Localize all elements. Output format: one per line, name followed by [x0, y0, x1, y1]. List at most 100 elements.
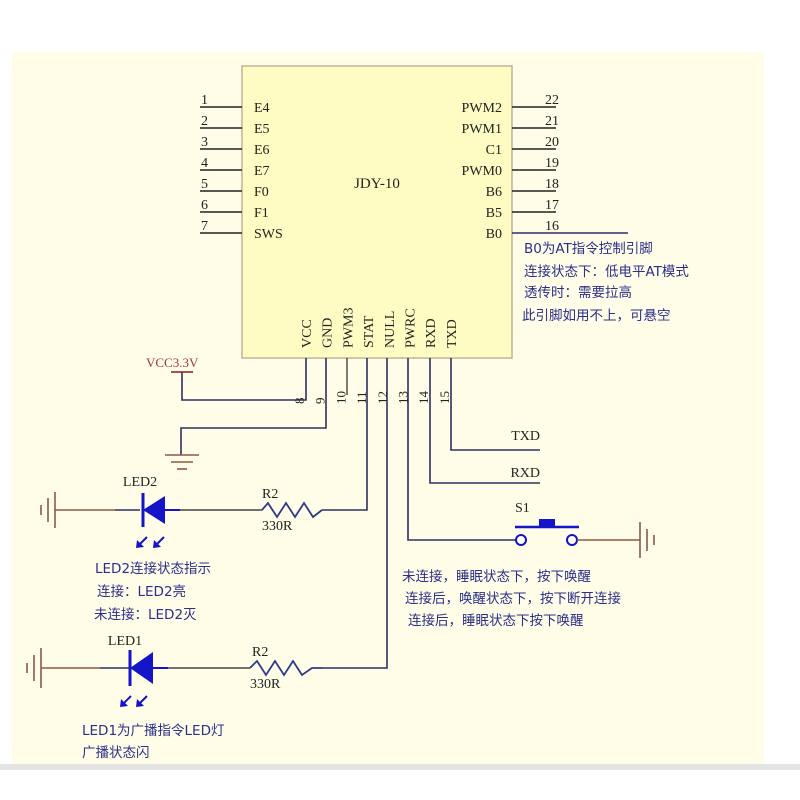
pin-number: 5	[201, 177, 208, 192]
pin-1: 1E4	[200, 93, 270, 116]
led2-light-arrows-icon	[136, 536, 165, 548]
pin-name: B0	[486, 227, 502, 242]
pin-number: 4	[201, 156, 208, 171]
pin-number: 3	[201, 135, 208, 150]
rxd-wire	[429, 358, 540, 484]
pin-4: 4E7	[200, 156, 270, 179]
pin-number: 9	[313, 398, 328, 405]
pin-3: 3E6	[200, 135, 270, 158]
pin-number: 18	[545, 177, 559, 192]
pin-number: 16	[545, 219, 559, 234]
led1-light-arrows-icon	[120, 695, 148, 707]
pin-name: STAT	[362, 315, 377, 348]
rxd-net-label: RXD	[510, 466, 540, 481]
txd-wire	[450, 358, 540, 451]
pin-number: 17	[545, 198, 559, 213]
s1-ref: S1	[515, 501, 530, 516]
pin-name: TXD	[445, 319, 460, 348]
pin-name: PWM1	[462, 122, 502, 137]
s1-note: 未连接，睡眠状态下，按下唤醒 连接后，唤醒状态下，按下断开连接 连接后，睡眠状态…	[402, 568, 621, 629]
pin-name: GND	[321, 318, 336, 348]
pin-number: 21	[545, 114, 559, 129]
pin-name: E4	[254, 101, 270, 116]
led1-diode-icon	[128, 650, 168, 686]
pin-name: C1	[486, 143, 502, 158]
pin-number: 12	[375, 391, 390, 404]
pin-9: GND 9	[313, 318, 336, 404]
ground-icon	[26, 648, 42, 688]
pin-5: 5F0	[200, 177, 269, 200]
b0-note-line: B0为AT指令控制引脚	[524, 241, 653, 257]
pin-15: TXD 15	[437, 319, 460, 404]
led2-note-line: 连接：LED2亮	[97, 583, 186, 600]
pin-number: 22	[545, 93, 559, 108]
pin-number: 7	[201, 219, 208, 234]
pin-number: 19	[545, 156, 559, 171]
led2-note-line: 未连接：LED2灭	[94, 606, 197, 623]
led1-note-line: 广播状态闪	[82, 745, 150, 761]
led2-diode-icon	[141, 493, 180, 527]
r-led1-ref: R2	[252, 645, 268, 660]
pin-6: 6F1	[200, 198, 269, 221]
pin-name: E6	[254, 143, 270, 158]
switch-s1: S1	[515, 501, 579, 546]
pin-name: PWM2	[462, 101, 502, 116]
pin-name: VCC	[300, 319, 315, 348]
pin-name: B5	[486, 206, 502, 221]
led2-note: LED2连接状态指示 连接：LED2亮 未连接：LED2灭	[94, 560, 211, 623]
pin-number: 20	[545, 135, 559, 150]
led1-note: LED1为广播指令LED灯 广播状态闪	[82, 723, 224, 761]
pin-name: PWM3	[341, 308, 356, 348]
pin-number: 15	[437, 391, 452, 404]
pin-number: 11	[354, 391, 369, 404]
pin-11: STAT 11	[354, 315, 377, 404]
pwrc-wire	[407, 358, 515, 541]
pin-number: 10	[333, 391, 348, 404]
pin-12: NULL 12	[375, 311, 398, 404]
txd-net-label: TXD	[511, 429, 540, 444]
led2-ref: LED2	[123, 475, 157, 490]
pin-name: PWRC	[404, 308, 419, 348]
window-bottom-edge	[0, 764, 800, 770]
b0-note-line: 连接状态下：低电平AT模式	[524, 263, 689, 280]
r-led1-value: 330R	[250, 677, 281, 692]
b0-note-line: 透传时：需要拉高	[524, 284, 632, 301]
pin-name: PWM0	[462, 164, 502, 179]
s1-note-line: 连接后，唤醒状态下，按下断开连接	[405, 590, 621, 607]
pin-name: SWS	[254, 227, 283, 242]
pin-name: F0	[254, 185, 269, 200]
pin-name: F1	[254, 206, 269, 221]
pin-number: 1	[201, 93, 208, 108]
pin-2: 2E5	[200, 114, 270, 137]
led2-resistor: R2 330R	[261, 487, 323, 534]
led1-ref: LED1	[108, 634, 142, 649]
ground-icon	[40, 492, 56, 528]
r-led2-value: 330R	[262, 519, 293, 534]
pin-number: 2	[201, 114, 208, 129]
b0-note: B0为AT指令控制引脚 连接状态下：低电平AT模式 透传时：需要拉高 此引脚如用…	[522, 241, 689, 324]
pin-name: E5	[254, 122, 270, 137]
led1-wire	[322, 358, 388, 669]
s1-note-line: 连接后，睡眠状态下按下唤醒	[408, 612, 584, 629]
pin-name: NULL	[383, 311, 398, 348]
ground-icon	[165, 454, 199, 470]
pin-number: 6	[201, 198, 208, 213]
led1-resistor: R2 330R	[249, 645, 322, 692]
gnd-wire	[180, 358, 327, 455]
vcc-label: VCC3.3V	[146, 355, 199, 370]
pin-name: B6	[486, 185, 502, 200]
led1-note-line: LED1为广播指令LED灯	[82, 723, 224, 739]
ground-icon	[639, 522, 655, 558]
led2-note-line: LED2连接状态指示	[95, 560, 211, 577]
pin-name: RXD	[424, 318, 439, 348]
